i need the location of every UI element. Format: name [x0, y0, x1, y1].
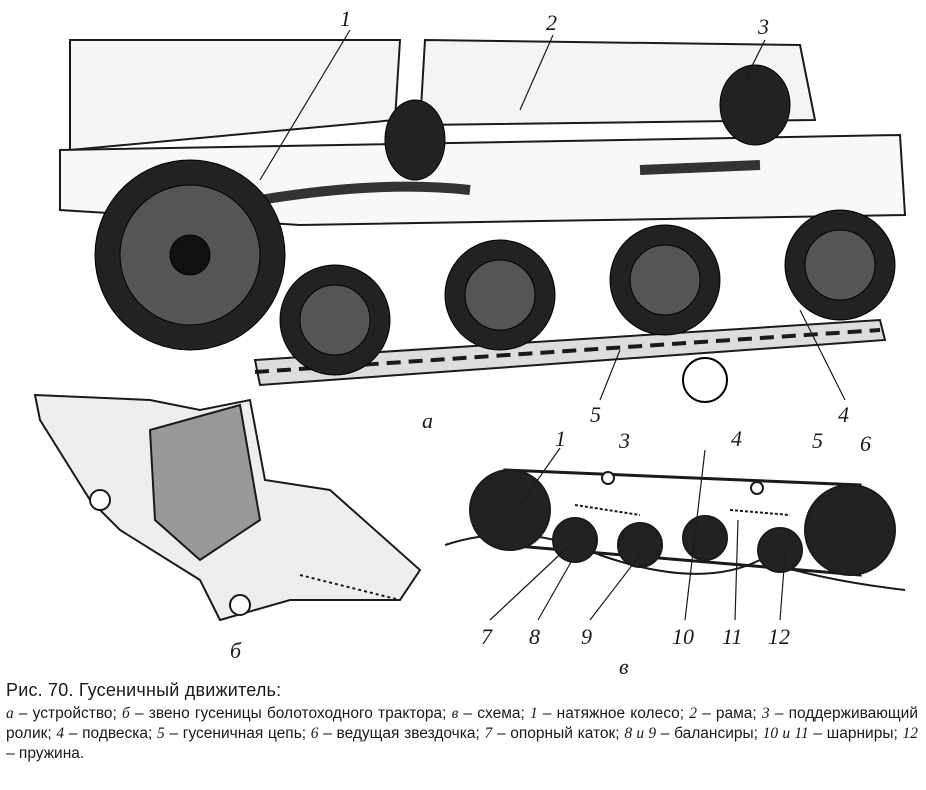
caption-item: б – звено гусеницы болотоходного трактор… — [122, 705, 452, 722]
scheme-label-10: 10 — [672, 624, 694, 649]
caption-item: 10 и 11 – шарниры; — [762, 725, 903, 742]
scheme-label-4: 4 — [731, 426, 742, 451]
leader-lines-a — [259, 29, 846, 401]
scheme-label-12: 12 — [768, 624, 790, 649]
label-b: б — [230, 638, 242, 663]
label-4: 4 — [838, 402, 849, 427]
scheme-label-11: 11 — [722, 624, 742, 649]
caption-item: 6 – ведущая звездочка; — [310, 725, 485, 742]
scheme-label-8: 8 — [529, 624, 540, 649]
wheels-a — [94, 64, 896, 403]
caption-item: 4 – подвеска; — [56, 725, 158, 742]
crawler-drive-figure: 1 2 3 5 4 а б 1 3 4 5 6 7 8 — [33, 6, 907, 679]
label-2: 2 — [546, 10, 557, 35]
figure-caption: Рис. 70. Гусеничный движитель: а – устро… — [6, 680, 918, 764]
scheme-drawing — [444, 468, 906, 591]
label-1: 1 — [340, 6, 351, 31]
scheme-label-v: в — [619, 654, 629, 679]
track-link-drawing — [33, 393, 422, 622]
scheme-label-6: 6 — [860, 431, 871, 456]
scheme-label-1: 1 — [555, 426, 566, 451]
leader-lines-v — [489, 447, 786, 621]
scheme-label-3: 3 — [618, 428, 630, 453]
label-3: 3 — [757, 14, 769, 39]
caption-item: 1 – натяжное колесо; — [529, 705, 690, 722]
caption-item: 5 – гусеничная цепь; — [157, 725, 311, 742]
caption-item: в – схема; — [451, 705, 530, 722]
caption-item: 8 и 9 – балансиры; — [624, 725, 763, 742]
support-roller — [384, 99, 446, 181]
caption-body: а – устройство; б – звено гусеницы болот… — [6, 704, 918, 764]
caption-title: Рис. 70. Гусеничный движитель: — [6, 680, 282, 700]
scheme-label-5: 5 — [812, 428, 823, 453]
scheme-label-7: 7 — [481, 624, 493, 649]
label-5: 5 — [590, 402, 601, 427]
caption-item: 12 – пружина. — [6, 725, 918, 762]
caption-item: 7 – опорный каток; — [484, 725, 625, 742]
label-a: а — [422, 408, 433, 433]
caption-item: а – устройство; — [6, 705, 123, 722]
caption-item: 3 – поддерживающий ролик; — [6, 705, 918, 742]
scheme-label-9: 9 — [581, 624, 592, 649]
caption-item: 2 – рама; — [689, 705, 762, 722]
